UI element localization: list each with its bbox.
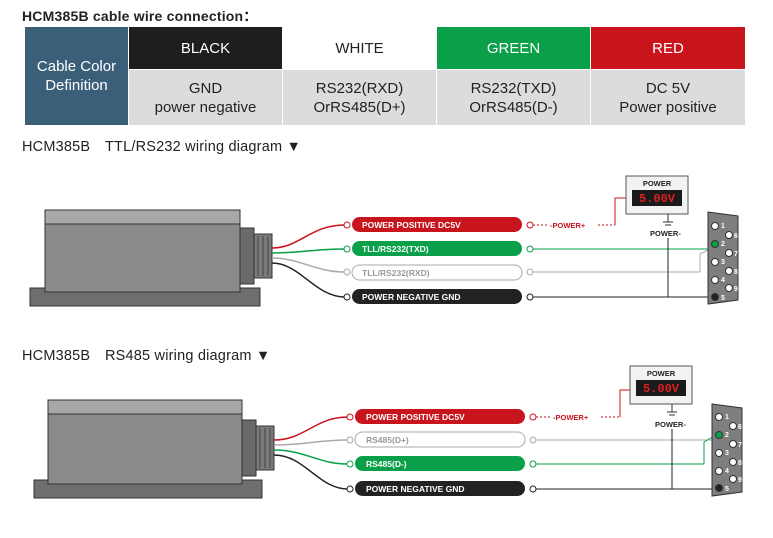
page-title: HCM385B cable wire connection： [22,8,258,24]
wire-power-negative: POWER NEGATIVE GND [355,481,525,496]
wire-power-positive: POWER POSITIVE DC5V [355,409,525,424]
svg-text:8: 8 [738,460,742,467]
svg-text:4: 4 [725,468,729,475]
power-supply: POWER 5.00V [625,175,689,215]
svg-text:-POWER+: -POWER+ [550,221,586,230]
svg-text:2: 2 [725,432,729,439]
svg-text:TLL/RS232(TXD): TLL/RS232(TXD) [362,244,429,254]
rs485-diagram-heading: HCM385B RS485 wiring diagram ▼ [22,348,271,364]
svg-text:7: 7 [734,251,738,258]
wire-ttl-rxd: TLL/RS232(RXD) [351,264,523,281]
sensor-body [33,399,275,499]
svg-text:-POWER+: -POWER+ [553,413,589,422]
svg-text:POWER-: POWER- [655,420,686,429]
svg-text:6: 6 [734,233,738,240]
sensor-body [29,209,273,307]
rs485-wiring-diagram: POWER POSITIVE DC5V RS485(D+) RS485(D-) … [33,365,743,499]
svg-text:5.00V: 5.00V [643,382,680,396]
green-meaning: RS232(TXD)OrRS485(D-) [436,69,591,126]
svg-text:3: 3 [725,450,729,457]
cable-color-table: Cable Color Definition BLACK WHITE GREEN… [24,26,746,126]
color-white-header: WHITE [282,26,437,70]
svg-text:POWER: POWER [647,369,676,378]
db9-connector: 1 2 3 4 5 6 7 8 9 [707,211,739,305]
svg-text:TLL/RS232(RXD): TLL/RS232(RXD) [362,268,430,278]
wire-rs485-d-plus: RS485(D+) [354,431,526,448]
svg-text:9: 9 [734,286,738,293]
svg-text:POWER POSITIVE DC5V: POWER POSITIVE DC5V [366,412,465,422]
white-meaning: RS232(RXD)OrRS485(D+) [282,69,437,126]
svg-text:4: 4 [721,277,725,284]
svg-text:1: 1 [725,414,729,421]
svg-text:RS485(D-): RS485(D-) [366,459,407,469]
svg-text:5.00V: 5.00V [639,192,676,206]
svg-text:5: 5 [725,486,729,493]
svg-text:POWER POSITIVE DC5V: POWER POSITIVE DC5V [362,220,461,230]
svg-text:7: 7 [738,442,742,449]
svg-text:POWER: POWER [643,179,672,188]
svg-text:1: 1 [721,223,725,230]
wire-ttl-txd: TLL/RS232(TXD) [352,241,522,256]
power-supply: POWER 5.00V [629,365,693,405]
svg-text:RS485(D+): RS485(D+) [366,435,409,445]
ttl-diagram-heading: HCM385B TTL/RS232 wiring diagram ▼ [22,139,302,155]
color-green-header: GREEN [436,26,591,70]
db9-connector: 1 2 3 4 5 6 7 8 9 [711,403,743,497]
svg-text:2: 2 [721,241,725,248]
color-definition-header: Cable Color Definition [24,26,129,126]
wire-power-negative: POWER NEGATIVE GND [352,289,522,304]
svg-text:8: 8 [734,269,738,276]
wire-power-positive: POWER POSITIVE DC5V [352,217,522,232]
svg-text:3: 3 [721,259,725,266]
wire-rs485-d-minus: RS485(D-) [355,456,525,471]
svg-text:5: 5 [721,295,725,302]
ttl-wiring-diagram: POWER POSITIVE DC5V TLL/RS232(TXD) TLL/R… [29,175,739,307]
svg-text:6: 6 [738,424,742,431]
color-red-header: RED [590,26,746,70]
svg-text:POWER NEGATIVE GND: POWER NEGATIVE GND [362,292,461,302]
svg-text:POWER NEGATIVE GND: POWER NEGATIVE GND [366,484,465,494]
svg-text:POWER-: POWER- [650,229,681,238]
svg-text:9: 9 [738,477,742,484]
color-black-header: BLACK [128,26,283,70]
